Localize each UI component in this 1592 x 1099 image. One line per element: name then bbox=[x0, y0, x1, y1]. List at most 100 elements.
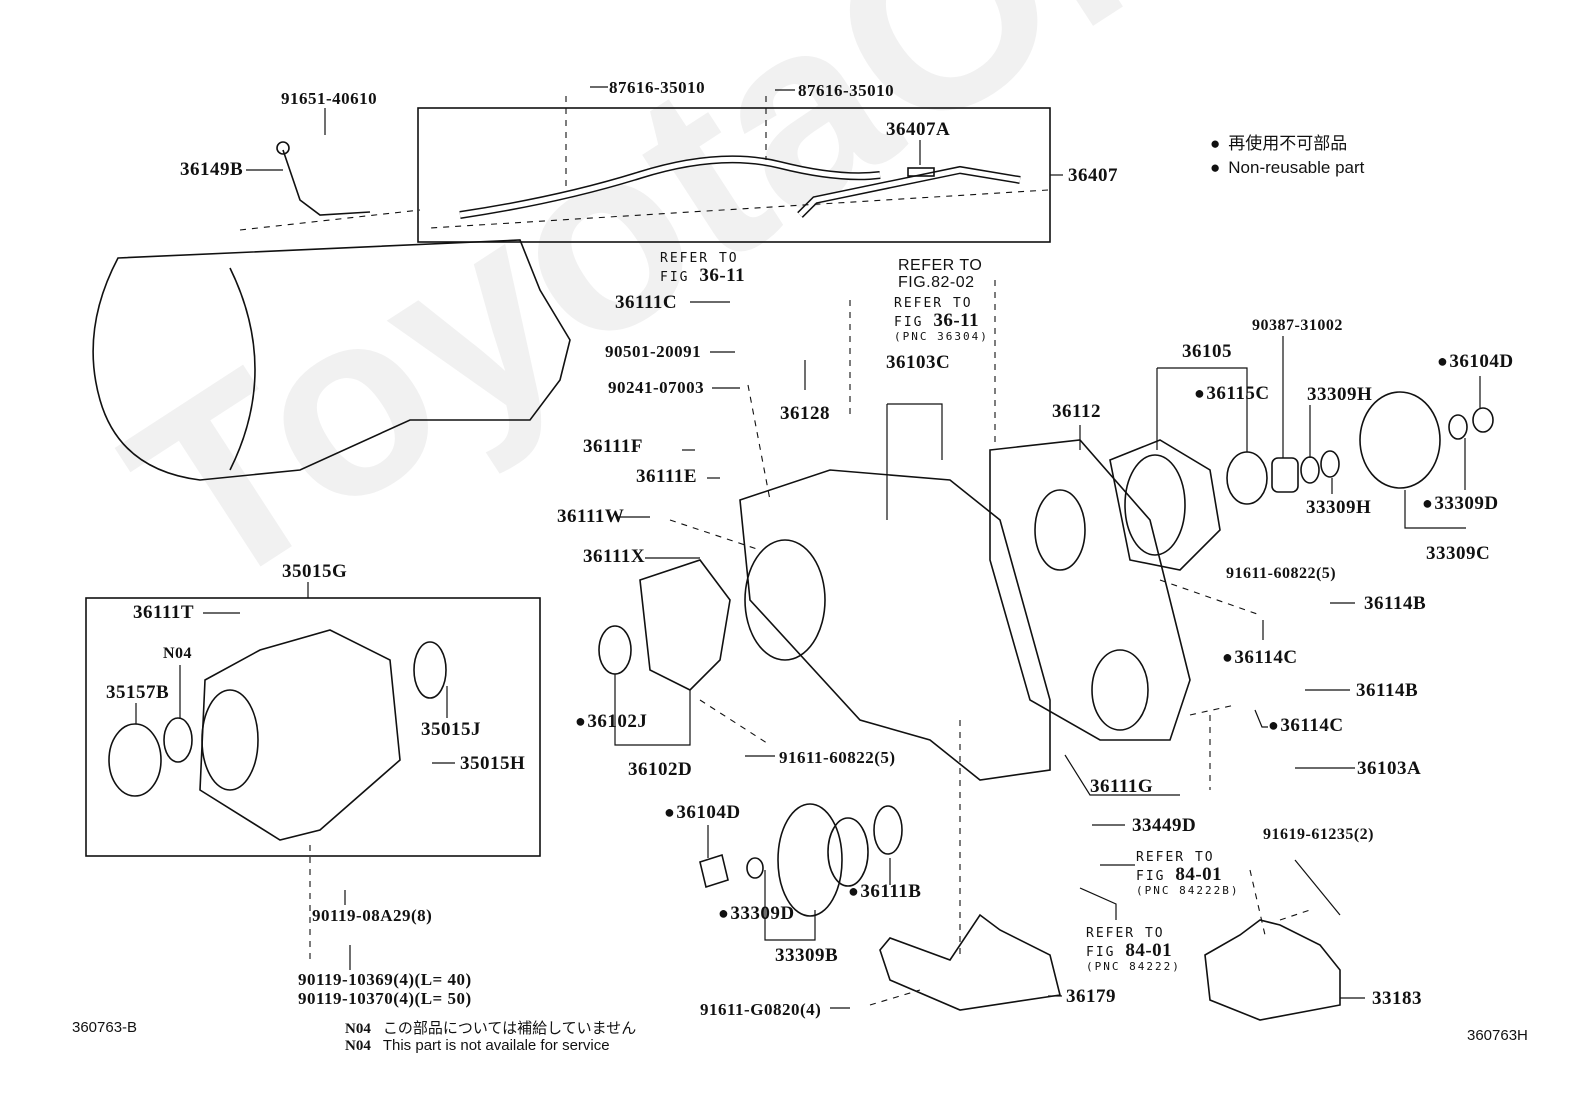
refer-fig-82-02[interactable]: REFER TO FIG.82-02 bbox=[898, 257, 983, 292]
refer-line: REFER TO bbox=[1086, 926, 1165, 941]
label-90501-20091[interactable]: 90501-20091 bbox=[605, 342, 702, 361]
refer-fig-36-11-pnc[interactable]: REFER TO FIG 36-11 (PNC 36304) bbox=[894, 297, 989, 342]
label-35015H[interactable]: 35015H bbox=[460, 753, 526, 774]
label-36149B[interactable]: 36149B bbox=[180, 159, 244, 180]
label-90119-08A29[interactable]: 90119-08A29(8) bbox=[312, 906, 433, 925]
refer-fig-36-11-top[interactable]: REFER TO FIG 36-11 bbox=[660, 252, 745, 286]
label-33309D-top[interactable]: 33309D bbox=[1422, 494, 1499, 513]
label-33309D-bottom[interactable]: 33309D bbox=[718, 904, 795, 923]
label-90119-10370[interactable]: 90119-10370(4)(L= 50) bbox=[298, 989, 472, 1008]
hose-clip-36407A bbox=[907, 167, 935, 177]
label-36111X[interactable]: 36111X bbox=[583, 546, 646, 567]
refer-fig-prefix: FIG bbox=[1086, 944, 1116, 960]
bearing-36115C bbox=[1226, 451, 1268, 505]
label-35015G[interactable]: 35015G bbox=[282, 561, 348, 582]
label-36102D[interactable]: 36102D bbox=[628, 759, 693, 780]
legend-item-jp: 再使用不可部品 bbox=[1210, 132, 1364, 156]
figure-code-right: 360763H bbox=[1467, 1027, 1528, 1044]
refer-fig-prefix: FIG bbox=[1136, 868, 1166, 884]
label-33309H-b[interactable]: 33309H bbox=[1306, 497, 1372, 518]
transfer-case bbox=[739, 469, 1051, 781]
label-33183[interactable]: 33183 bbox=[1372, 988, 1422, 1009]
label-35015J[interactable]: 35015J bbox=[421, 719, 481, 740]
note-text: This part is not availale for service bbox=[382, 1037, 610, 1054]
bracket-36179 bbox=[879, 913, 1061, 1011]
label-91651-40610[interactable]: 91651-40610 bbox=[281, 89, 378, 108]
label-36407[interactable]: 36407 bbox=[1068, 165, 1118, 186]
label-36114C-b[interactable]: 36114C bbox=[1268, 716, 1344, 735]
legend: 再使用不可部品 Non-reusable part bbox=[1210, 132, 1364, 180]
flange-33309C bbox=[1359, 391, 1441, 489]
mount-33183 bbox=[1204, 919, 1341, 1021]
case-kit-box bbox=[85, 597, 541, 857]
refer-line: REFER TO bbox=[1136, 850, 1215, 865]
label-36105[interactable]: 36105 bbox=[1182, 341, 1232, 362]
spacer-90387 bbox=[1271, 457, 1299, 493]
label-35157B[interactable]: 35157B bbox=[106, 682, 170, 703]
refer-pnc: (PNC 84222B) bbox=[1136, 883, 1240, 897]
label-36111F[interactable]: 36111F bbox=[583, 436, 644, 457]
label-90387-31002[interactable]: 90387-31002 bbox=[1252, 317, 1343, 334]
label-36111C[interactable]: 36111C bbox=[615, 292, 678, 313]
refer-line: REFER TO bbox=[660, 251, 739, 266]
label-91619-61235[interactable]: 91619-61235(2) bbox=[1263, 826, 1374, 843]
refer-line: REFER TO bbox=[894, 296, 973, 311]
label-36103C[interactable]: 36103C bbox=[886, 352, 951, 373]
label-36104D-bottom[interactable]: 36104D bbox=[664, 803, 741, 822]
label-91611-60822-a[interactable]: 91611-60822(5) bbox=[779, 748, 896, 767]
label-36111W[interactable]: 36111W bbox=[557, 506, 625, 527]
refer-fig-number: 36-11 bbox=[699, 264, 746, 286]
refer-line: FIG.82-02 bbox=[898, 273, 975, 291]
dipstick-tube bbox=[282, 149, 371, 216]
label-90119-10369[interactable]: 90119-10369(4)(L= 40) bbox=[298, 970, 472, 989]
label-36112[interactable]: 36112 bbox=[1052, 401, 1101, 422]
label-33309H-a[interactable]: 33309H bbox=[1307, 384, 1373, 405]
label-91611-G0820[interactable]: 91611-G0820(4) bbox=[700, 1000, 822, 1019]
seal-36102J bbox=[598, 625, 632, 675]
label-90241-07003[interactable]: 90241-07003 bbox=[608, 378, 705, 397]
label-91611-60822-b[interactable]: 91611-60822(5) bbox=[1226, 565, 1337, 582]
label-36128[interactable]: 36128 bbox=[780, 403, 830, 424]
refer-fig-84-01-pnc-84222b[interactable]: REFER TO FIG 84-01 (PNC 84222B) bbox=[1136, 851, 1239, 896]
figure-code-left: 360763-B bbox=[72, 1019, 138, 1036]
label-36104D-top[interactable]: 36104D bbox=[1437, 352, 1514, 371]
refer-fig-84-01-pnc-84222[interactable]: REFER TO FIG 84-01 (PNC 84222) bbox=[1086, 927, 1181, 972]
refer-pnc: (PNC 36304) bbox=[894, 329, 989, 343]
flange-33309B bbox=[777, 803, 843, 917]
label-36115C[interactable]: 36115C bbox=[1194, 384, 1270, 403]
label-33449D[interactable]: 33449D bbox=[1132, 815, 1197, 836]
label-36114B-a[interactable]: 36114B bbox=[1364, 593, 1427, 614]
label-36407A[interactable]: 36407A bbox=[886, 119, 951, 140]
label-36114C-a[interactable]: 36114C bbox=[1222, 648, 1298, 667]
refer-fig-prefix: FIG bbox=[894, 314, 924, 330]
note-code: N04 bbox=[345, 1021, 371, 1037]
label-36114B-b[interactable]: 36114B bbox=[1356, 680, 1419, 701]
label-36111G[interactable]: 36111G bbox=[1090, 776, 1154, 797]
label-36111E[interactable]: 36111E bbox=[636, 466, 698, 487]
label-36102J[interactable]: 36102J bbox=[575, 712, 647, 731]
label-N04[interactable]: N04 bbox=[163, 645, 193, 662]
label-36111T[interactable]: 36111T bbox=[133, 602, 195, 623]
refer-pnc: (PNC 84222) bbox=[1086, 959, 1181, 973]
note-code: N04 bbox=[345, 1038, 371, 1054]
front-cover bbox=[639, 559, 731, 691]
refer-fig-number: 84-01 bbox=[1175, 863, 1223, 885]
label-33309C[interactable]: 33309C bbox=[1426, 543, 1491, 564]
cap-35157B bbox=[108, 723, 162, 797]
seal-36111B bbox=[873, 805, 903, 855]
note-text: この部品については補給していません bbox=[382, 1020, 637, 1037]
transmission-outline bbox=[92, 239, 571, 481]
label-87616-35010-a[interactable]: 87616-35010 bbox=[609, 78, 706, 97]
seal-35015J bbox=[413, 641, 447, 699]
label-36179[interactable]: 36179 bbox=[1066, 986, 1116, 1007]
label-36111B[interactable]: 36111B bbox=[848, 882, 921, 901]
rear-cover bbox=[989, 439, 1191, 741]
refer-fig-prefix: FIG bbox=[660, 269, 690, 285]
extension-housing bbox=[1109, 439, 1221, 571]
refer-line: REFER TO bbox=[898, 257, 983, 274]
label-36103A[interactable]: 36103A bbox=[1357, 758, 1422, 779]
adapter-case bbox=[199, 629, 401, 841]
label-87616-35010-b[interactable]: 87616-35010 bbox=[798, 81, 895, 100]
label-33309B[interactable]: 33309B bbox=[775, 945, 839, 966]
